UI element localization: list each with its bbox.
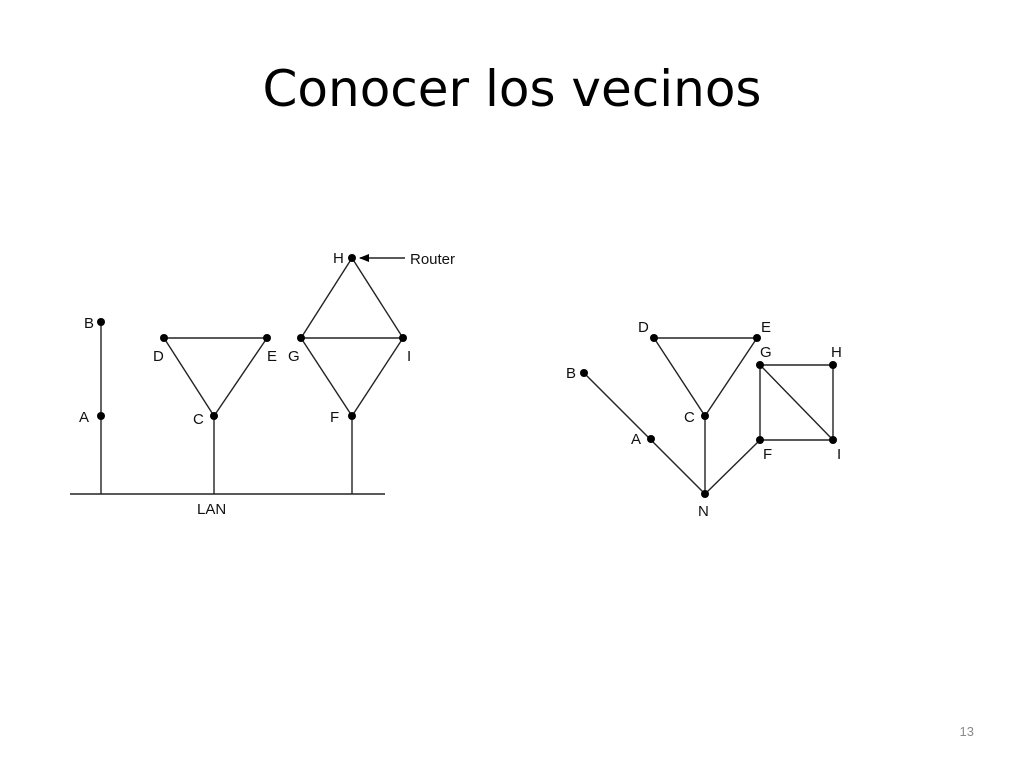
right-node-e-dot	[753, 334, 761, 342]
left-node-h-label: H	[333, 250, 344, 267]
left-node-g-label: G	[288, 348, 300, 365]
edge-i-f	[351, 337, 404, 417]
right-node-n-dot	[701, 490, 709, 498]
left-node-i-label: I	[407, 348, 411, 365]
edge-d-c-right	[653, 337, 706, 417]
left-node-i-dot	[399, 334, 407, 342]
right-node-b-label: B	[566, 365, 576, 382]
slide-number: 13	[959, 724, 974, 739]
right-node-n-label: N	[698, 503, 709, 520]
left-network-diagram: B A D E C H G I F Router LAN	[70, 250, 455, 518]
left-node-a-label: A	[79, 409, 89, 426]
edge-g-i-right	[759, 364, 834, 441]
right-node-f-dot	[756, 436, 764, 444]
left-node-f-dot	[348, 412, 356, 420]
left-node-e-dot	[263, 334, 271, 342]
left-node-e-label: E	[267, 348, 277, 365]
slide-title: Conocer los vecinos	[262, 60, 762, 118]
edge-d-c	[163, 337, 215, 417]
right-node-i-dot	[829, 436, 837, 444]
left-node-c-label: C	[193, 411, 204, 428]
right-node-h-dot	[829, 361, 837, 369]
left-node-h-dot	[348, 254, 356, 262]
left-node-a-dot	[97, 412, 105, 420]
edge-h-i	[351, 257, 404, 339]
edge-e-c-right	[704, 337, 758, 417]
edge-n-f	[704, 439, 761, 495]
left-node-d-dot	[160, 334, 168, 342]
right-node-i-label: I	[837, 446, 841, 463]
right-node-c-label: C	[684, 409, 695, 426]
left-node-b-label: B	[84, 315, 94, 332]
edge-g-f	[300, 337, 353, 417]
left-node-g-dot	[297, 334, 305, 342]
right-node-c-dot	[701, 412, 709, 420]
left-node-d-label: D	[153, 348, 164, 365]
right-network-diagram: B A D E C N G H F I	[566, 319, 842, 520]
right-node-d-dot	[650, 334, 658, 342]
left-node-c-dot	[210, 412, 218, 420]
right-node-f-label: F	[763, 446, 772, 463]
left-node-f-label: F	[330, 409, 339, 426]
lan-label: LAN	[197, 501, 226, 518]
right-node-g-dot	[756, 361, 764, 369]
left-node-b-dot	[97, 318, 105, 326]
right-node-h-label: H	[831, 344, 842, 361]
router-label: Router	[410, 251, 455, 268]
right-node-g-label: G	[760, 344, 772, 361]
right-node-e-label: E	[761, 319, 771, 336]
edge-e-c	[213, 337, 268, 417]
edge-h-g	[300, 257, 353, 339]
right-node-a-label: A	[631, 431, 641, 448]
right-node-a-dot	[647, 435, 655, 443]
edge-b-n	[583, 372, 706, 495]
right-node-b-dot	[580, 369, 588, 377]
right-node-d-label: D	[638, 319, 649, 336]
